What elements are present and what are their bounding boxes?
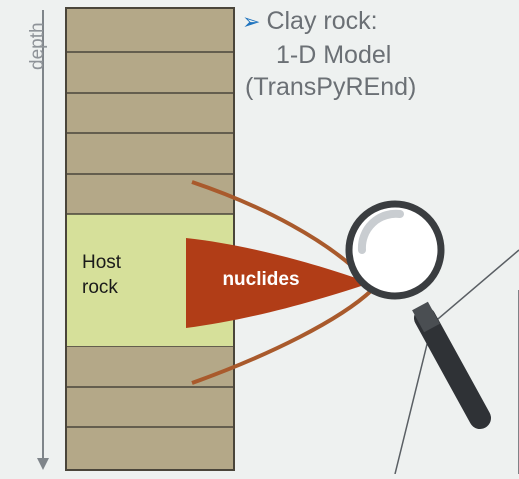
host-rock-label-line-1: Host bbox=[82, 252, 122, 273]
magnifier-lower-curve bbox=[191, 288, 374, 385]
magnifying-glass-icon bbox=[345, 200, 491, 429]
title-block: ➢Clay rock: 1-D Model (TransPyREnd) bbox=[242, 5, 519, 103]
layer-lines bbox=[66, 51, 234, 428]
nuclides-label: nuclides bbox=[222, 269, 300, 290]
down-arrow-icon bbox=[37, 458, 49, 470]
depth-axis-label: depth bbox=[27, 22, 48, 70]
depth-arrow bbox=[37, 10, 49, 470]
title-line-2: 1-D Model bbox=[276, 41, 392, 69]
arrow-bullet-icon: ➢ bbox=[242, 10, 261, 35]
nuclides-plume bbox=[186, 238, 370, 328]
host-rock-label-line-2: rock bbox=[82, 277, 118, 298]
title-line-1: ➢Clay rock: bbox=[242, 5, 519, 39]
title-text-1: Clay rock: bbox=[266, 7, 378, 35]
rock-column bbox=[65, 7, 235, 471]
title-line-3: (TransPyREnd) bbox=[245, 73, 417, 101]
host-rock-label: Host rock bbox=[82, 250, 162, 300]
